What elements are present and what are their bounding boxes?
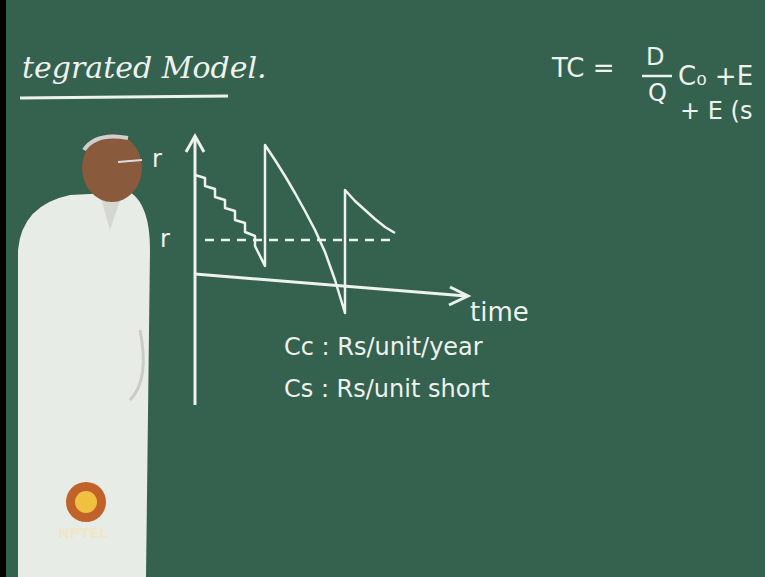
- numerator: D: [646, 44, 664, 70]
- axis-label: r: [152, 146, 162, 172]
- lecturer-head: [82, 134, 142, 202]
- axis-label: r: [160, 226, 170, 252]
- formula-text: + E (s: [680, 98, 752, 124]
- fraction-bar: [642, 75, 672, 78]
- reorder-line: [205, 239, 392, 242]
- underline: [20, 96, 228, 98]
- logo-hub: [75, 491, 97, 513]
- heading: tegrated Model.: [22, 50, 267, 85]
- watermark: NPTEL: [58, 526, 108, 541]
- logo-wheel: [66, 482, 106, 522]
- note: Cc : Rs/unit/year: [284, 334, 483, 360]
- x-axis: [195, 274, 466, 296]
- arrowhead: [186, 136, 204, 152]
- y-axis: [194, 138, 197, 405]
- formula-text: TC =: [552, 54, 615, 83]
- shirt-fold: [130, 330, 143, 400]
- note: Cs : Rs/unit short: [284, 376, 490, 402]
- hair: [84, 137, 128, 151]
- glasses: [118, 160, 142, 162]
- formula-text: C₀ +E: [678, 62, 753, 91]
- axis-label: time: [470, 298, 529, 327]
- denominator: Q: [648, 80, 667, 106]
- board-ground: [6, 0, 765, 577]
- lecturer-shirt: [18, 192, 150, 577]
- arrowhead: [449, 287, 468, 305]
- inventory-curve: [195, 145, 395, 313]
